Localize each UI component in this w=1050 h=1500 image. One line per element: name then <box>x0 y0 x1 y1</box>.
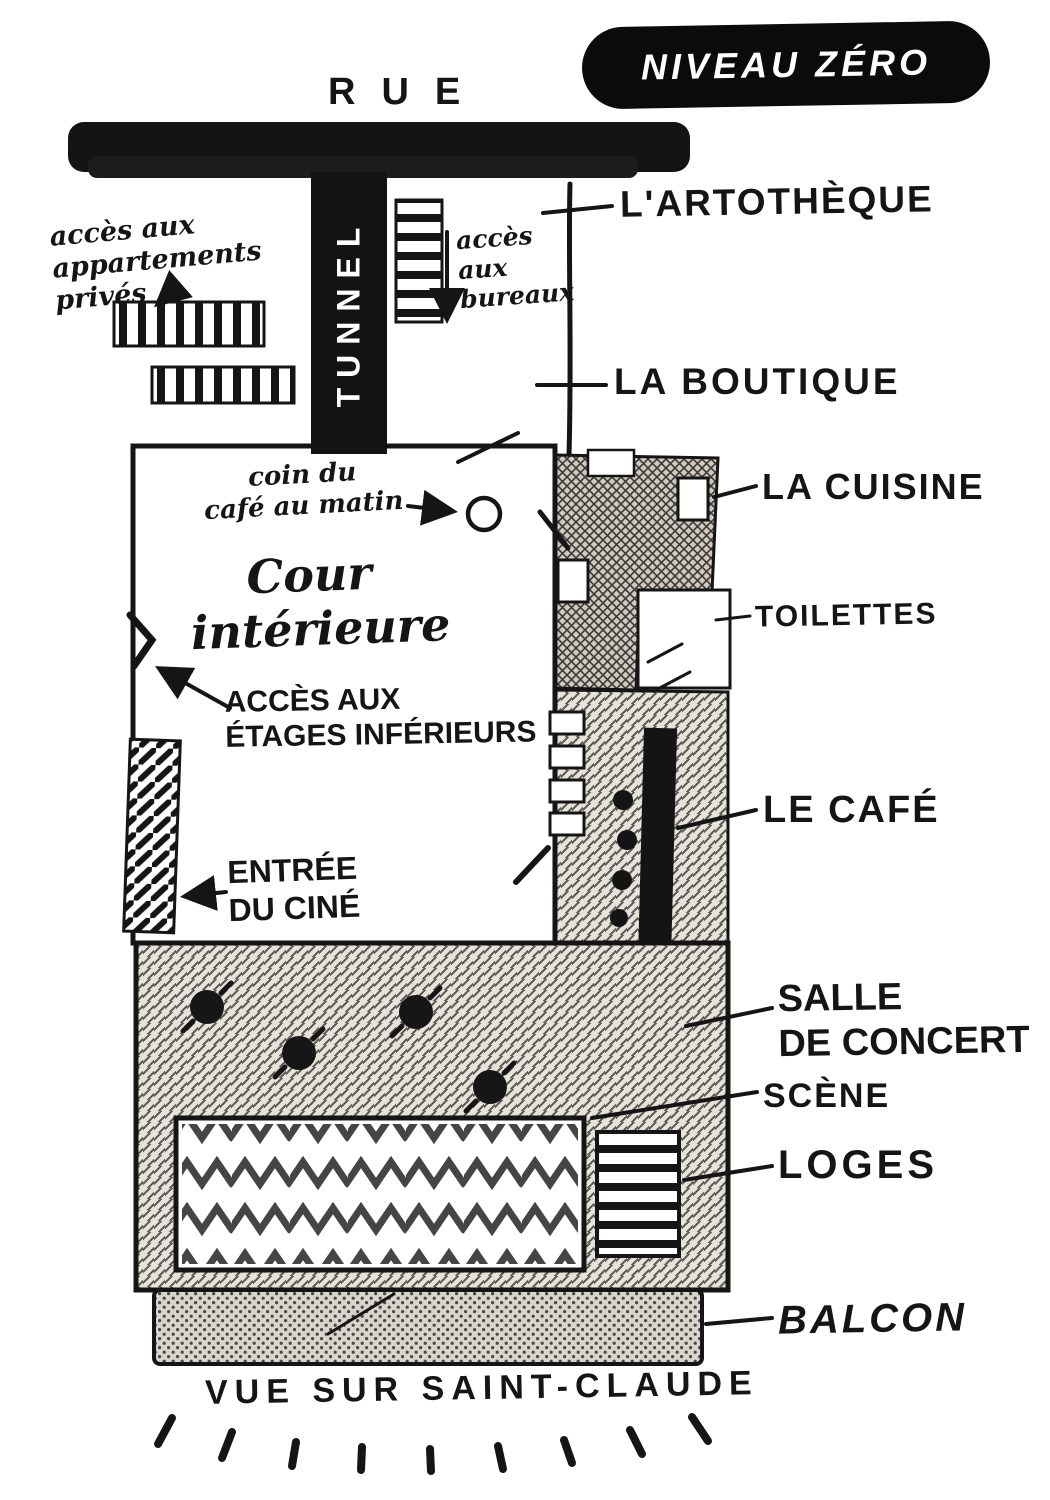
balcony-shape <box>152 1288 704 1366</box>
level-badge: NIVEAU ZÉRO <box>581 20 991 110</box>
level-badge-label: NIVEAU ZÉRO <box>640 41 932 88</box>
loges-shape <box>595 1130 681 1258</box>
room-label-toilettes: TOILETTES <box>754 597 938 634</box>
annotation-coin-cafe: coin du café au matin <box>203 457 405 526</box>
annotation-acces-etages: ACCÈS AUX ÉTAGES INFÉRIEURS <box>224 682 537 755</box>
street-label: RUE <box>328 71 487 113</box>
cafe-bench <box>548 744 586 770</box>
room-label-balcon: BALCON <box>777 1295 968 1343</box>
cafe-area <box>513 688 730 964</box>
tunnel-label-wrap: TUNNEL <box>311 172 387 452</box>
tunnel-shape <box>311 172 387 454</box>
view-rays <box>154 1413 712 1475</box>
hall-tables <box>180 980 517 1114</box>
cafe-bench <box>548 710 586 736</box>
cafe-bar-counter <box>637 727 678 964</box>
annotation-acces-bureaux: accès aux bureaux <box>455 220 575 315</box>
room-label-loges: LOGES <box>778 1143 939 1187</box>
stage-shape <box>173 1115 587 1273</box>
toilets-rooms <box>636 588 732 692</box>
annotation-entree-cine: ENTRÉE DU CINÉ <box>226 849 361 929</box>
room-label-cafe: LE CAFÉ <box>763 789 940 831</box>
annotation-cour-interieure: Cour intérieure <box>190 545 452 661</box>
cinema-entrance-strip <box>122 737 182 935</box>
street-band <box>68 122 690 178</box>
room-label-boutique: LA BOUTIQUE <box>614 361 901 402</box>
right-boundary-wall <box>566 181 573 459</box>
concert-hall-area <box>133 940 731 1293</box>
cafe-bench <box>548 811 586 837</box>
label-pointers <box>535 204 774 1326</box>
room-label-scene: SCÈNE <box>763 1077 891 1115</box>
room-label-cuisine: LA CUISINE <box>762 466 985 507</box>
apartment-stairs <box>112 300 296 405</box>
room-label-salle-concert: SALLE DE CONCERT <box>777 976 1030 1066</box>
annotation-arrows <box>153 230 465 911</box>
room-label-artotheque: L'ARTOTHÈQUE <box>619 178 935 225</box>
door-marks <box>126 431 571 670</box>
tunnel-label: TUNNEL <box>330 217 367 407</box>
coffee-spot-circle <box>465 495 503 533</box>
office-stairs <box>394 198 444 324</box>
cafe-bench <box>548 778 586 804</box>
